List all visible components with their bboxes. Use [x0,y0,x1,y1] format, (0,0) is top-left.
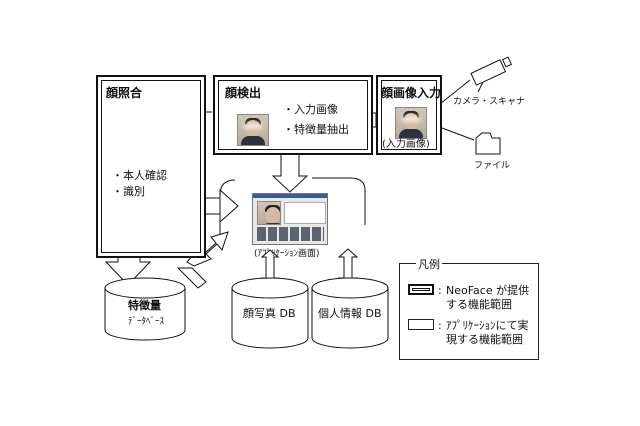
legend-app-line2: 現する機能範囲 [446,333,523,346]
personal-db-cylinder [311,277,389,349]
feature-db-subtitle: ﾃﾞｰﾀﾍﾞｰｽ [128,317,165,327]
personal-db-title: 個人情報 DB [318,307,382,320]
legend-app-line1: ｱﾌﾟﾘｹｰｼｮﾝにて実 [446,319,529,332]
legend-neoface-swatch [408,284,434,295]
face-match-item-verify: ・本人確認 [112,169,167,182]
detect-face-thumbnail [237,114,269,146]
photo-db-title: 顔写真 DB [243,307,296,320]
app-screen-caption: (ｱﾌﾟﾘｹｰｼｮﾝ画面) [254,249,320,259]
app-feature-db-arrow-tail [176,267,207,289]
legend-neoface-separator: : [438,284,442,297]
photo-db-cylinder [231,277,309,349]
face-detect-item-feature-extraction: ・特徴量抽出 [283,123,349,136]
face-detect-item-input-image: ・入力画像 [283,103,338,116]
face-match-item-identify: ・識別 [112,185,145,198]
app-screen-mock [252,193,328,245]
file-folder-icon [475,132,501,155]
file-connector [441,127,475,141]
legend-neoface-line2: する機能範囲 [446,298,512,311]
input-face-thumbnail [395,107,427,139]
feature-db-title: 特徴量 [128,299,161,312]
app-area-outline [219,177,366,245]
detect-to-app-arrow [271,151,309,193]
legend-app-separator: : [438,319,442,332]
face-match-box [96,75,206,258]
legend-box [399,263,539,360]
legend-neoface-line1: NeoFace が提供 [446,284,530,297]
face-input-title: 顔画像入力 [381,86,442,100]
file-label: ファイル [474,161,511,171]
face-input-caption: (入力画像) [382,139,430,150]
camera-scanner-label: カメラ・スキャナ [453,97,526,107]
face-match-title: 顔照合 [106,86,143,100]
feature-db-cylinder [104,277,186,341]
camera-icon [470,56,513,93]
camera-connector [439,79,471,105]
legend-app-swatch [408,319,434,330]
legend-title: 凡例 [416,258,442,271]
face-detect-title: 顔検出 [225,86,262,100]
